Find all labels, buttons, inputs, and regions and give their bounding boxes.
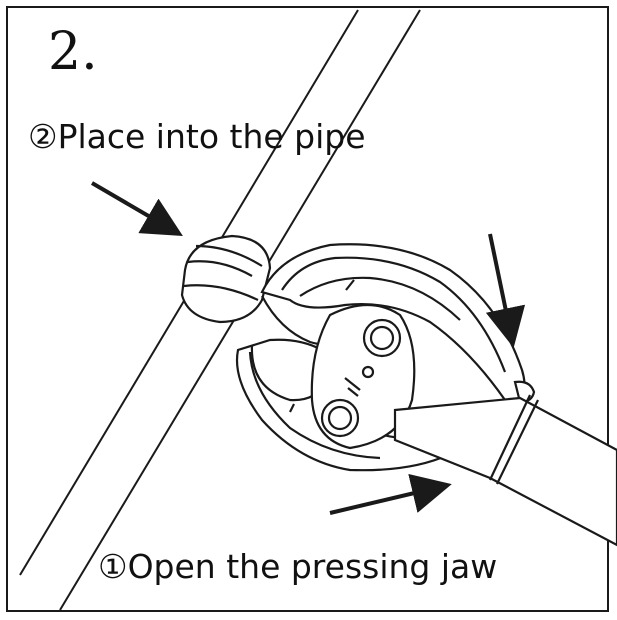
tool-handle — [393, 394, 617, 547]
arrow-icon — [90, 181, 183, 237]
step-number: 2. — [48, 22, 98, 82]
arrow-icon — [485, 233, 526, 348]
arrow-icon — [329, 473, 452, 515]
pipe-fitting — [180, 234, 272, 324]
open-jaw-label: ①Open the pressing jaw — [98, 547, 498, 586]
place-pipe-label: ②Place into the pipe — [28, 117, 366, 156]
